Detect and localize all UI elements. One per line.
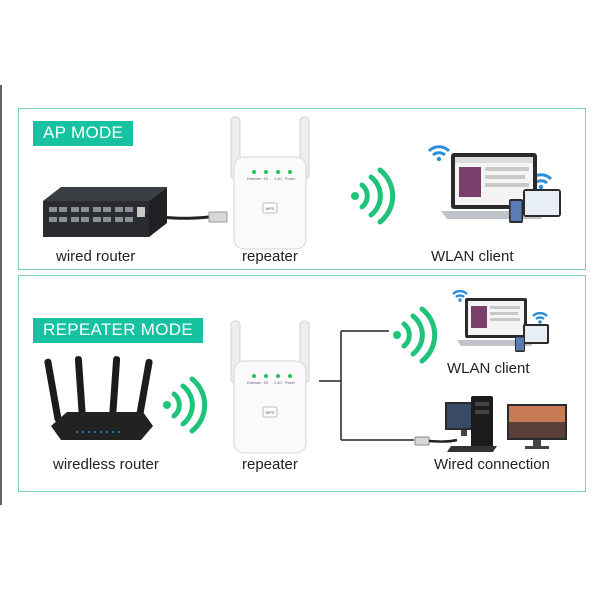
ap-led-label-extender: Extender [247,177,262,181]
repeater-source-label: wiredless router [53,456,159,473]
ap-wifi-signal-icon [351,167,396,225]
rep-led-label-power: Power [285,381,296,385]
rep-led-label-extender: Extender [247,381,262,385]
repeater-wlan-client-image [452,289,549,352]
ap-led-label-5g: 5G [264,177,269,181]
connection-lines [319,330,414,441]
wired-connection-image [414,396,567,452]
ap-client-label: WLAN client [431,248,514,265]
rep-led-label-5g: 5G [264,381,269,385]
rep-wps-label: WPS [265,410,274,415]
ap-led-label-24g: 2.4G [274,177,282,181]
wired-connection-label: Wired connection [434,456,550,473]
router-wifi-signal-icon [163,376,208,434]
ap-source-label: wired router [56,248,136,265]
ap-wps-label: WPS [265,206,274,211]
ap-led-label-power: Power [285,177,296,181]
wired-router-image [43,187,228,237]
rep-led-label-24g: 2.4G [274,381,282,385]
left-edge-line [0,85,2,505]
repeater-mode-repeater-image: Extender 5G 2.4G Power WPS [230,320,310,454]
repeater-mode-panel: REPEATER MODE wiredless router Extender … [18,275,586,492]
repeater-client-label: WLAN client [447,360,530,377]
laptop-wifi-icon [427,145,451,153]
ap-mode-panel: AP MODE wired router Extender 5G 2.4G [18,108,586,270]
ap-mode-badge: AP MODE [33,121,134,146]
repeater-mode-badge: REPEATER MODE [33,318,203,343]
ap-repeater-image: Extender 5G 2.4G Power WPS [230,116,310,250]
ap-repeater-label: repeater [242,248,298,265]
ap-wlan-client-image [427,145,561,223]
repeater-wifi-signal-icon [393,306,438,364]
repeater-mode-repeater-label: repeater [242,456,298,473]
wireless-router-image [44,356,153,440]
